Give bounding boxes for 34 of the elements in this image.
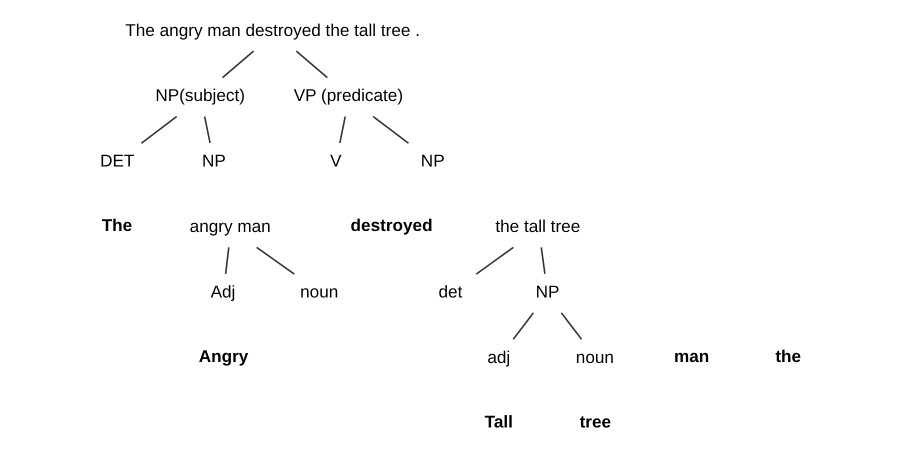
node-text: destroyed bbox=[350, 215, 432, 236]
connector bbox=[224, 247, 230, 274]
node-text: NP bbox=[535, 282, 559, 302]
connector bbox=[372, 116, 408, 144]
node-text: adj bbox=[486, 346, 510, 367]
node-text: VP (predicate) bbox=[293, 85, 403, 106]
node-text: Tall bbox=[484, 411, 512, 432]
node-text: the bbox=[774, 346, 801, 366]
node-text: NP(subject) bbox=[154, 85, 244, 106]
connector bbox=[540, 247, 546, 274]
connector bbox=[203, 116, 210, 144]
node-text: V bbox=[330, 150, 342, 171]
connector bbox=[295, 50, 328, 78]
node-text: tree bbox=[579, 411, 611, 432]
node-text: The angry man destroyed the tall tree . bbox=[124, 20, 420, 40]
node-text: det bbox=[438, 282, 462, 302]
connector bbox=[560, 312, 582, 340]
node-text: noun bbox=[300, 282, 338, 302]
node-text: the tall tree bbox=[494, 216, 580, 236]
node-text: angry man bbox=[189, 216, 270, 236]
connector bbox=[256, 246, 294, 275]
node-text: Adj bbox=[210, 282, 235, 302]
connector bbox=[338, 116, 346, 144]
node-text: NP bbox=[420, 150, 444, 171]
connector bbox=[222, 50, 254, 78]
node-text: DET bbox=[100, 150, 134, 171]
node-text: The bbox=[101, 215, 132, 236]
connector bbox=[512, 312, 534, 340]
node-text: noun bbox=[575, 346, 614, 367]
node-text: NP bbox=[201, 150, 226, 171]
node-text: Angry bbox=[198, 346, 248, 366]
node-text: man bbox=[673, 346, 709, 366]
connector bbox=[475, 246, 514, 275]
connector bbox=[140, 116, 177, 144]
